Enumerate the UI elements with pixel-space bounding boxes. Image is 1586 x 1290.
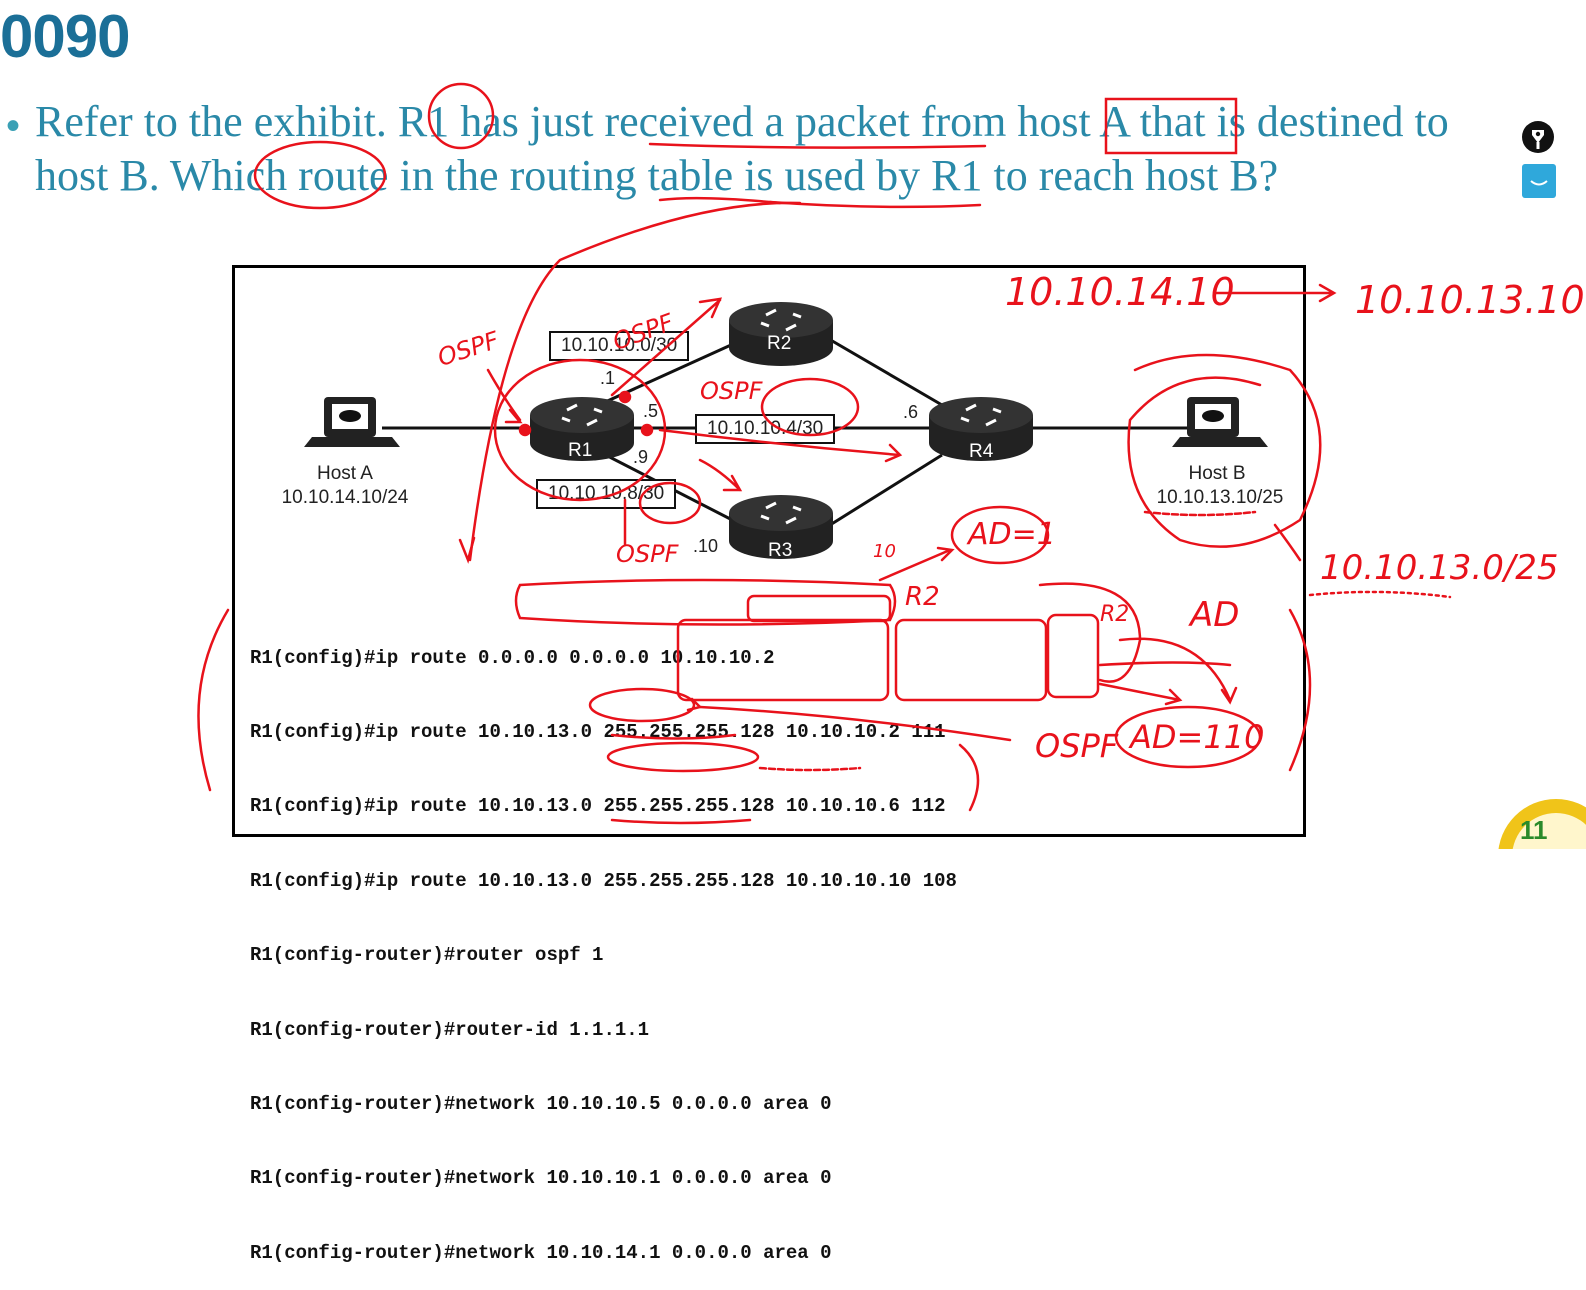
config-line: R1(config)#ip route 10.10.13.0 255.255.2… [250,720,946,743]
iface-r4-6: .6 [903,402,919,422]
ink-ten: 10 [873,541,896,562]
page-number: 11 [1520,815,1548,845]
iface-r1-1: .1 [600,368,616,388]
pen-tool-icon[interactable] [1520,119,1556,155]
ink-ad-110: AD=110 [1130,718,1265,756]
config-line: R1(config-router)#network 10.10.10.5 0.0… [250,1092,832,1115]
highlighter-icon[interactable] [1521,163,1557,199]
config-line: R1(config-router)#network 10.10.10.1 0.0… [250,1167,832,1190]
config-line: R1(config-router)#router-id 1.1.1.1 [250,1018,650,1041]
host-a-ip: 10.10.14.10/24 [281,487,409,508]
slide-number: 0090 [0,3,130,70]
ink-dst-ip: 10.10.13.10 [1355,278,1585,322]
config-line: R1(config)#ip route 0.0.0.0 0.0.0.0 10.1… [250,646,775,669]
config-line: R1(config-router)#network 10.10.14.1 0.0… [250,1241,832,1264]
router-r4-label: R4 [969,441,994,462]
config-line: R1(config-router)#router ospf 1 [250,944,604,967]
question-text: Refer to the exhibit. R1 has just receiv… [35,97,1449,200]
router-r4-icon [929,397,1033,461]
ink-src-ip: 10.10.14.10 [1005,270,1235,314]
ink-ospf-5: OSPF [1035,727,1119,765]
ink-dst-net: 10.10.13.0/25 [1320,548,1559,588]
host-b-computer-icon [1172,397,1268,447]
subnet-r1-r4: 10.10.10.4/30 [695,414,836,444]
page-badge-logo: 11 [1484,795,1586,849]
ink-ad-1: AD=1 [968,517,1056,552]
config-line: R1(config)#ip route 10.10.13.0 255.255.2… [250,869,957,892]
host-b-ip: 10.10.13.10/25 [1156,487,1284,508]
config-block: R1(config)#ip route 0.0.0.0 0.0.0.0 10.1… [250,596,957,1290]
ink-r2-b: R2 [1100,602,1130,627]
iface-r3-10: .10 [693,536,719,556]
iface-r1-5: .5 [643,401,659,421]
subnet-r1-r3: 10.10.10.8/30 [536,479,677,509]
config-line: R1(config)#ip route 10.10.13.0 255.255.2… [250,795,946,818]
router-r2-label: R2 [767,333,792,354]
host-a-computer-icon [304,397,400,447]
router-r1-label: R1 [568,440,593,461]
ink-ospf-3: OSPF [700,377,763,405]
iface-r1-9: .9 [633,447,649,467]
ink-ospf-4: OSPF [616,540,679,568]
bullet-dot: • [6,104,21,148]
host-a-name: Host A [317,463,373,484]
ink-r2-a: R2 [905,582,940,612]
host-b-name: Host B [1188,463,1246,484]
router-r3-label: R3 [768,540,793,561]
ink-ad: AD [1190,595,1240,635]
